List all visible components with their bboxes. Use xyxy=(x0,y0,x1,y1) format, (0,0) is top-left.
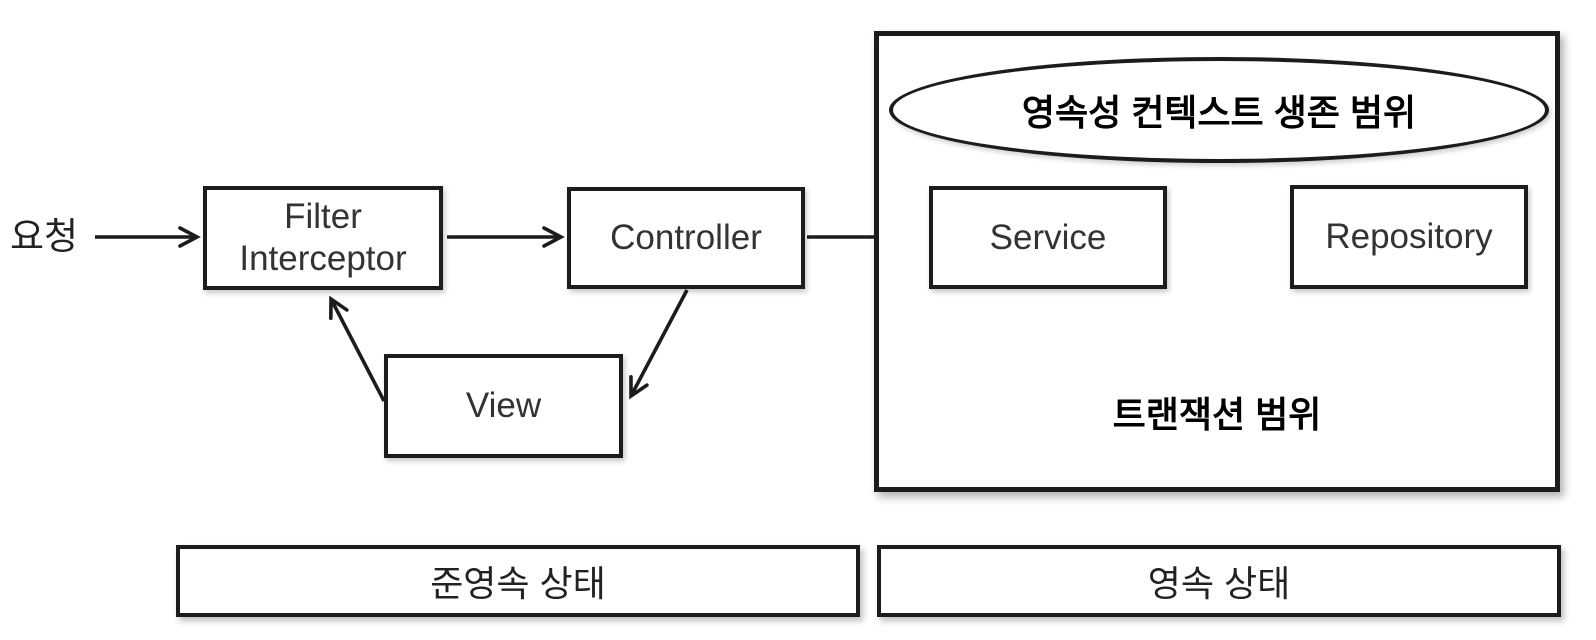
persistent-state-label: 영속 상태 xyxy=(1147,563,1291,604)
persistence-context-ellipse: 영속성 컨텍스트 생존 범위 xyxy=(889,57,1549,163)
service-box: Service xyxy=(929,186,1167,289)
request-label: 요청 xyxy=(9,216,79,257)
transaction-scope-label: 트랜잭션 범위 xyxy=(1112,394,1322,435)
controller-box: Controller xyxy=(567,187,805,289)
view-label: View xyxy=(465,386,542,425)
filter-interceptor-label-line1: Filter xyxy=(284,197,362,236)
repository-label: Repository xyxy=(1325,217,1493,256)
persistent-state-box: 영속 상태 xyxy=(877,545,1561,617)
controller-label: Controller xyxy=(610,218,762,257)
arrow-view-to-filter xyxy=(329,295,386,402)
repository-box: Repository xyxy=(1290,185,1528,289)
filter-interceptor-label-line2: Interceptor xyxy=(239,239,407,278)
persistence-context-label: 영속성 컨텍스트 생존 범위 xyxy=(1021,92,1417,133)
filter-interceptor-box: Filter Interceptor xyxy=(203,186,443,290)
arrow-controller-to-view xyxy=(629,289,689,400)
view-box: View xyxy=(384,354,623,458)
detached-state-label: 준영속 상태 xyxy=(430,563,606,604)
detached-state-box: 준영속 상태 xyxy=(176,545,860,617)
service-label: Service xyxy=(989,217,1107,257)
